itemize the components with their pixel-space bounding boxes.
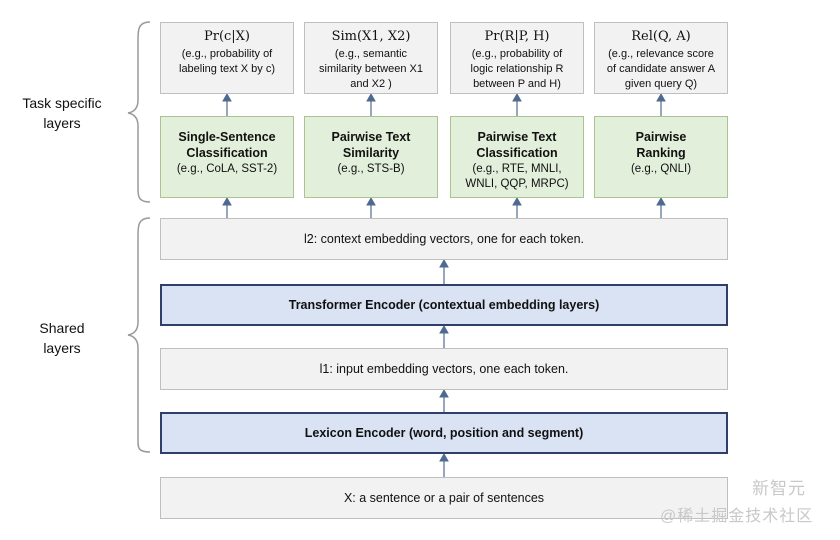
transformer-l2-arrow-head — [439, 258, 449, 268]
task-examples: (e.g., STS-B) — [305, 162, 437, 177]
output-description-line: given query Q) — [624, 78, 698, 90]
task-examples-line: (e.g., RTE, MNLI, — [472, 163, 562, 175]
shared-layers-label-line2: layers — [43, 340, 81, 356]
output-box-single-sentence: Pr(c|X) (e.g., probability of labeling t… — [160, 22, 294, 94]
output-description: (e.g., relevance score of candidate answ… — [595, 47, 727, 92]
output-description-line: similarity between X1 — [319, 63, 423, 75]
task-title: Pairwise Text Classification — [451, 129, 583, 161]
task-examples-line: (e.g., QNLI) — [630, 163, 692, 175]
task-examples: (e.g., QNLI) — [595, 162, 727, 177]
output-description-line: (e.g., probability of — [471, 48, 563, 60]
shared-task-arrow-3-head — [656, 196, 666, 206]
l1-input-embedding-layer: l1: input embedding vectors, one each to… — [160, 348, 728, 390]
output-description-line: labeling text X by c) — [179, 63, 275, 75]
task-title-line: Ranking — [636, 146, 686, 160]
l1-transformer-arrow-head — [439, 324, 449, 334]
input-layer-text: X: a sentence or a pair of sentences — [343, 491, 545, 505]
task-box-single-sentence-classification: Single-Sentence Classification (e.g., Co… — [160, 116, 294, 198]
task-title-line: Pairwise Text — [331, 130, 411, 144]
lexicon-encoder-layer: Lexicon Encoder (word, position and segm… — [160, 412, 728, 454]
task-examples: (e.g., RTE, MNLI, WNLI, QQP, MRPC) — [451, 162, 583, 192]
watermark-line1: 新智元 — [752, 479, 806, 498]
output-box-similarity: Sim(X1, X2) (e.g., semantic similarity b… — [304, 22, 438, 94]
task-title-line: Similarity — [342, 146, 400, 160]
output-description-line: (e.g., semantic — [334, 48, 408, 60]
input-lexicon-arrow-head — [439, 452, 449, 462]
shared-task-arrow-0-head — [222, 196, 232, 206]
output-description: (e.g., semantic similarity between X1 an… — [305, 47, 437, 92]
task-output-arrow-1-head — [366, 92, 376, 102]
output-description-line: (e.g., probability of — [181, 48, 273, 60]
output-description-line: of candidate answer A — [606, 63, 716, 75]
output-description-line: between P and H) — [473, 78, 561, 90]
task-examples-line: (e.g., CoLA, SST-2) — [176, 163, 278, 175]
task-title: Pairwise Text Similarity — [305, 129, 437, 161]
shared-layers-label-line1: Shared — [39, 320, 85, 336]
shared-task-arrow-2-head — [512, 196, 522, 206]
output-description: (e.g., probability of logic relationship… — [451, 47, 583, 92]
task-specific-label: Task specific layers — [2, 93, 122, 133]
watermark-logo-text: 新智元 — [752, 474, 806, 499]
task-examples-line: (e.g., STS-B) — [337, 163, 405, 175]
task-specific-label-line1: Task specific — [22, 95, 102, 111]
output-description: (e.g., probability of labeling text X by… — [161, 47, 293, 77]
output-formula: Sim(X1, X2) — [331, 29, 411, 44]
lexicon-encoder-text: Lexicon Encoder (word, position and segm… — [304, 426, 584, 440]
task-box-pairwise-text-classification: Pairwise Text Classification (e.g., RTE,… — [450, 116, 584, 198]
output-formula: Pr(R|P, H) — [484, 29, 550, 44]
task-title-line: Classification — [186, 146, 268, 160]
task-box-pairwise-ranking: Pairwise Ranking (e.g., QNLI) — [594, 116, 728, 198]
l1-layer-text: l1: input embedding vectors, one each to… — [319, 362, 569, 376]
shared-layers-brace — [127, 217, 151, 453]
task-title-line: Pairwise — [635, 130, 687, 144]
output-description-line: logic relationship R — [470, 63, 564, 75]
lexicon-l1-arrow-head — [439, 388, 449, 398]
task-box-pairwise-text-similarity: Pairwise Text Similarity (e.g., STS-B) — [304, 116, 438, 198]
input-sentence-layer: X: a sentence or a pair of sentences — [160, 477, 728, 519]
output-description-line: and X2 ) — [350, 78, 392, 90]
task-specific-brace — [127, 21, 151, 203]
l2-layer-text: l2: context embedding vectors, one for e… — [303, 232, 585, 246]
task-title: Single-Sentence Classification — [161, 129, 293, 161]
output-description-line: (e.g., relevance score — [608, 48, 714, 60]
transformer-encoder-layer: Transformer Encoder (contextual embeddin… — [160, 284, 728, 326]
task-title-line: Single-Sentence — [178, 130, 276, 144]
task-output-arrow-0-head — [222, 92, 232, 102]
task-output-arrow-3-head — [656, 92, 666, 102]
output-formula: Rel(Q, A) — [631, 29, 691, 44]
task-examples-line: WNLI, QQP, MRPC) — [465, 178, 569, 190]
task-output-arrow-2-head — [512, 92, 522, 102]
task-title-line: Classification — [476, 146, 558, 160]
output-formula: Pr(c|X) — [203, 29, 251, 44]
shared-task-arrow-1-head — [366, 196, 376, 206]
task-specific-label-line2: layers — [43, 115, 81, 131]
task-title-line: Pairwise Text — [477, 130, 557, 144]
task-examples: (e.g., CoLA, SST-2) — [161, 162, 293, 177]
l2-context-embedding-layer: l2: context embedding vectors, one for e… — [160, 218, 728, 260]
output-box-pair-classification: Pr(R|P, H) (e.g., probability of logic r… — [450, 22, 584, 94]
watermark-line2: @稀土掘金技术社区 — [660, 508, 814, 525]
watermark-community-text: @稀土掘金技术社区 — [660, 502, 813, 526]
task-title: Pairwise Ranking — [595, 129, 727, 161]
transformer-encoder-text: Transformer Encoder (contextual embeddin… — [288, 298, 600, 312]
shared-layers-label: Shared layers — [2, 318, 122, 358]
output-box-ranking: Rel(Q, A) (e.g., relevance score of cand… — [594, 22, 728, 94]
